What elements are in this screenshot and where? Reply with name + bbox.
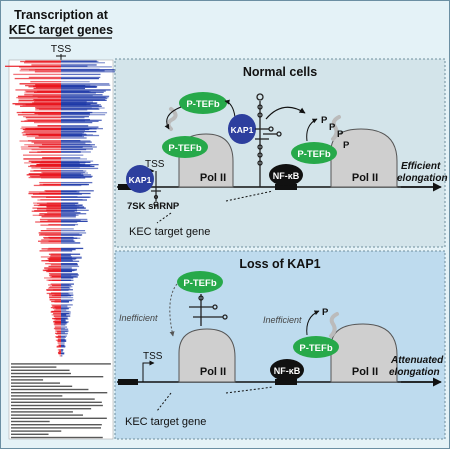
promoter-block-top [118,184,138,190]
kap1-left-label: KAP1 [129,175,152,185]
phospho-arrow-bottom [306,310,320,336]
phospho-p1: P [321,115,328,126]
promoter-block-bottom [118,379,138,385]
nfkb-site-bottom [275,379,297,385]
panel-normal-title: Normal cells [243,65,317,79]
ptefb-top-bottom-ellipse [177,271,223,293]
pol2-left-bottom [178,328,236,383]
phospho-arrow-top [306,118,318,142]
snrnp-label: 7SK snRNP [127,201,180,212]
pointer-line-right-top [225,190,274,202]
nfkb-top-ellipse [269,164,303,186]
transition-arrow-top [265,106,306,120]
heatmap-section: Transcription at KEC target genes TSS [5,8,116,440]
inefficient-right-label: Inefficient [263,315,302,325]
ptefb-right-bottom-ellipse [293,336,339,358]
ptefb-mid-ellipse [162,136,208,158]
7sk-rna-structure-left [151,171,161,207]
heatmap-title-line1: Transcription at [14,8,109,22]
nfkb-bottom-ellipse [270,359,304,381]
heatmap-image [5,59,116,440]
ptefb-right-bottom-label: P-TEFb [299,343,332,354]
ptefb-right-ellipse [291,142,337,164]
outcome-top-line2: elongation [397,173,448,184]
ptefb-right-label: P-TEFb [297,149,330,160]
inefficient-arrow-left [169,283,178,337]
gene-label-top: KEC target gene [129,226,210,238]
outcome-bottom-line1: Attenuated [390,355,444,366]
cycle-arrow-left [164,106,182,130]
heatmap-tss-label: TSS [51,43,71,55]
pol2-right-top [330,128,398,188]
pointer-line-left-top [156,212,172,224]
ptefb-top-label: P-TEFb [186,99,219,110]
gene-label-bottom: KEC target gene [125,416,206,428]
7sk-rna-structure-top [255,93,282,187]
nfkb-bottom-label: NF-κB [274,366,301,376]
tss-label-top: TSS [145,159,165,170]
tss-arrow-bottom [142,360,155,382]
heatmap-title-line2: KEC target genes [9,23,113,37]
linker-right-top [331,115,341,141]
panel-loss-title: Loss of KAP1 [239,257,320,271]
panel-loss-of-kap1: Loss of KAP1 TSS Pol II P-TEFb Inefficie… [114,250,446,440]
phospho-p-bottom: P [322,307,329,318]
kap1-left-ellipse [126,165,154,193]
pol2-right-bottom [330,323,398,383]
ptefb-mid-label: P-TEFb [168,143,201,154]
phospho-p2: P [329,122,336,133]
pol2-left-top-label: Pol II [200,172,226,184]
nfkb-site-top [275,184,297,190]
ptefb-top-bottom-label: P-TEFb [183,278,216,289]
phospho-p4: P [343,140,350,151]
linker-right-bottom [329,312,339,338]
ptefb-top-ellipse [179,92,227,114]
pol2-right-bottom-label: Pol II [352,366,378,378]
kap1-right-ellipse [228,114,256,144]
pol2-left-bottom-label: Pol II [200,366,226,378]
tss-label-bottom: TSS [143,351,163,362]
kap1-right-label: KAP1 [231,125,254,135]
nfkb-top-label: NF-κB [273,171,300,181]
phospho-p3: P [337,129,344,140]
outcome-top-line1: Efficient [401,161,441,172]
panel-normal-cells: Normal cells TSS Pol II P-TEFb P-TEFb KA… [114,58,448,248]
pol2-right-top-label: Pol II [352,172,378,184]
outcome-bottom-line2: elongation [389,367,440,378]
7sk-rna-structure-bottom [189,294,228,326]
inefficient-left-label: Inefficient [119,313,158,323]
cycle-arrow-right [224,99,236,118]
